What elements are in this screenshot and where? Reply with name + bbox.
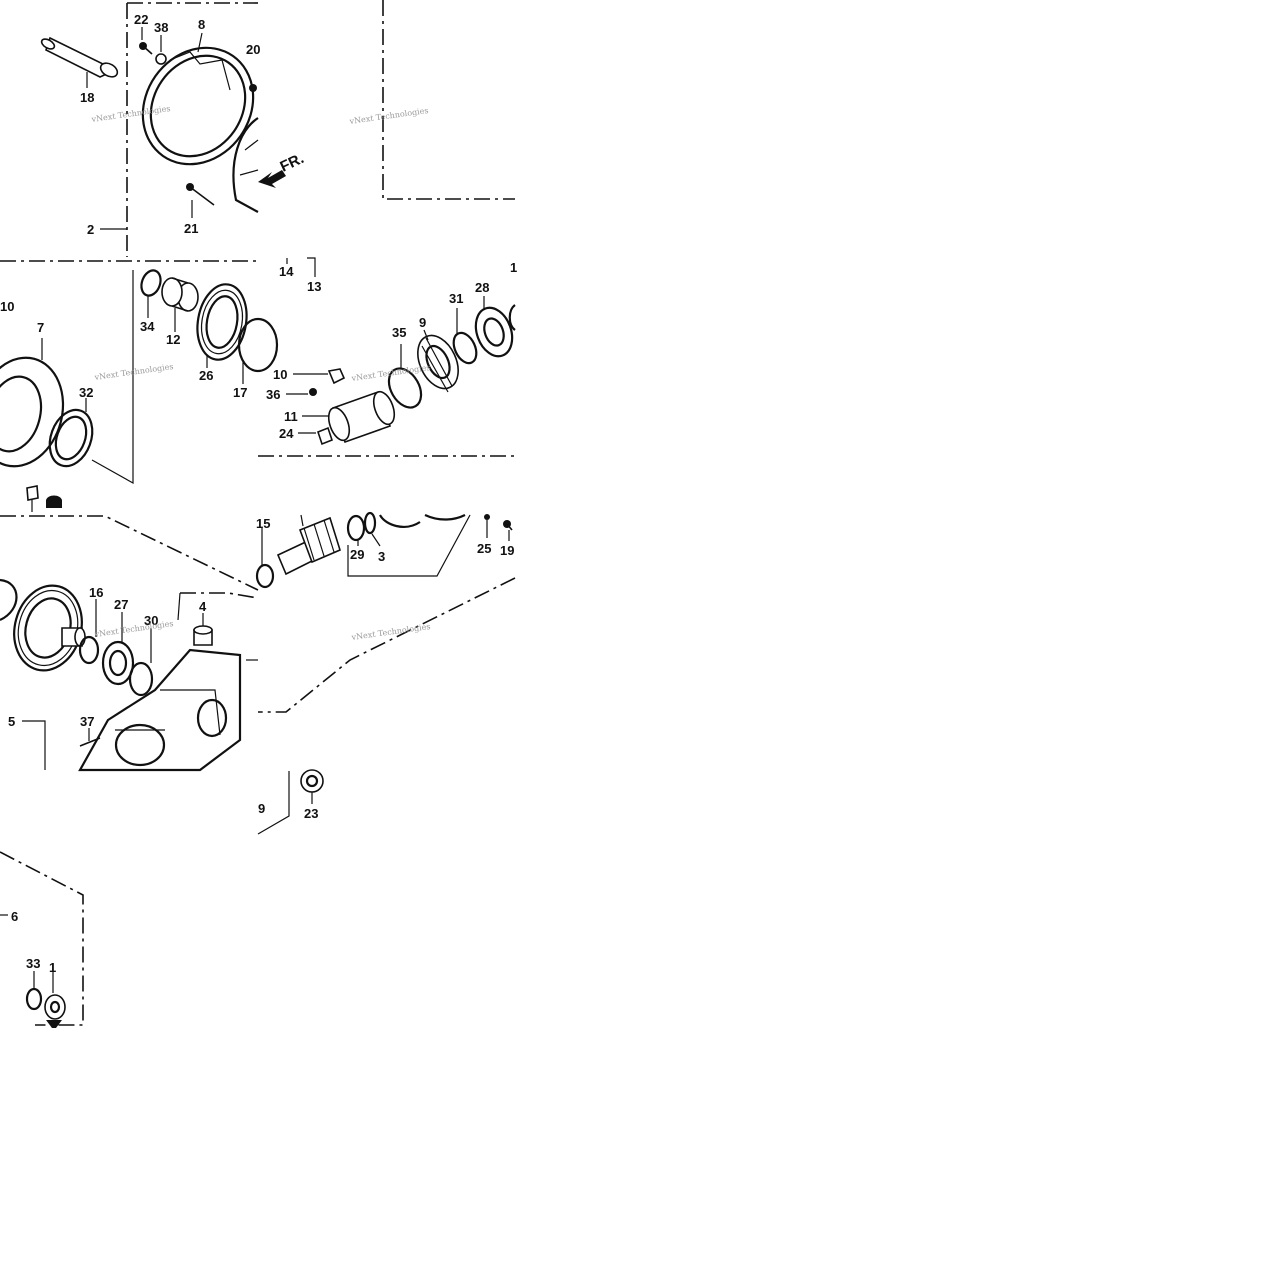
callout-31: 31 (449, 291, 463, 306)
part-4-cap (193, 613, 213, 646)
part-22-bolt (139, 27, 153, 55)
part-10-clip (293, 368, 346, 385)
part-16-ring (78, 599, 100, 665)
front-direction-label: FR. (278, 150, 307, 176)
callout-32: 32 (79, 385, 93, 400)
part-19-bolt (503, 520, 513, 541)
part-edge (508, 304, 516, 331)
callout-5: 5 (8, 714, 15, 729)
tile-middle-left: 10 7 32 34 12 26 17 vNext Technologies (0, 260, 279, 591)
callout-1a: 1 (510, 260, 517, 275)
part-30-ring (128, 628, 154, 697)
watermark: vNext Technologies (90, 104, 171, 124)
part-37-pin (79, 728, 101, 747)
front-direction-arrow-icon (258, 170, 286, 188)
part-9-gear (417, 329, 459, 393)
callout-10: 10 (273, 367, 287, 382)
tile-top-right: vNext Technologies (348, 0, 515, 200)
callout-2: 2 (87, 222, 94, 237)
callout-9b: 9 (258, 801, 265, 816)
callout-24: 24 (279, 426, 294, 441)
callout-3: 3 (378, 549, 385, 564)
tile-top-left: FR. 18 22 38 8 20 21 2 vNext Technologie… (40, 2, 307, 257)
callout-27: 27 (114, 597, 128, 612)
watermark-2: vNext Technologies (348, 106, 429, 126)
callout-9: 9 (419, 315, 426, 330)
part-38-washer (155, 35, 167, 65)
part-housing-edge (379, 514, 421, 528)
part-drive-pinion (276, 514, 341, 576)
callout-1: 1 (49, 960, 56, 975)
callout-6: 6 (11, 909, 18, 924)
callout-16: 16 (89, 585, 103, 600)
part-27-bearing (101, 612, 135, 686)
part-33-ring (25, 971, 43, 1011)
part-7-flange (0, 338, 65, 468)
part-32-seal (48, 398, 94, 468)
part-29-bearing (346, 514, 366, 546)
callout-34: 34 (140, 319, 155, 334)
part-arc (0, 578, 18, 622)
callout-33: 33 (26, 956, 40, 971)
part-28-bearing (474, 296, 514, 358)
callout-25: 25 (477, 541, 491, 556)
part-31-ring (452, 308, 478, 365)
part-12-collar (161, 277, 199, 332)
part-1-nut (44, 963, 66, 1020)
part-21-stud (186, 183, 215, 218)
callout-36: 36 (266, 387, 280, 402)
part-8-ring (141, 32, 255, 166)
part-35-ring (387, 344, 423, 409)
callout-12: 12 (166, 332, 180, 347)
part-11-sleeve (302, 390, 396, 444)
callout-23: 23 (304, 806, 318, 821)
part-17-ring (237, 317, 279, 384)
tile-bottom-left: 6 33 1 (0, 851, 84, 1028)
part-23-nut (300, 769, 324, 804)
callout-21: 21 (184, 221, 198, 236)
part-36-screw (286, 388, 317, 396)
part-3-shim (363, 511, 381, 547)
callout-29: 29 (350, 547, 364, 562)
callout-4: 4 (199, 599, 207, 614)
part-18-sleeve (40, 36, 119, 88)
callout-10a: 10 (0, 299, 14, 314)
callout-19: 19 (500, 543, 514, 558)
part-5-ring-gear (13, 584, 86, 672)
part-34-ring (140, 269, 162, 318)
part-15-ring (255, 528, 275, 589)
tile-lower-right: 15 29 3 25 19 vNext Technologies (246, 511, 516, 713)
part-24-nut (298, 426, 333, 446)
part-20-bolt (249, 84, 257, 92)
callout-14: 14 (279, 264, 294, 279)
housing-edge (232, 117, 259, 213)
part-small-washer (26, 485, 62, 512)
callout-7: 7 (37, 320, 44, 335)
callout-8: 8 (198, 17, 205, 32)
callout-11: 11 (284, 409, 298, 424)
callout-38: 38 (154, 20, 168, 35)
callout-18: 18 (80, 90, 94, 105)
callout-22: 22 (134, 12, 148, 27)
watermark-4: vNext Technologies (350, 363, 431, 383)
part-26-bearing (196, 283, 248, 368)
callout-37: 37 (80, 714, 94, 729)
callout-15: 15 (256, 516, 270, 531)
part-25-pin (484, 514, 490, 538)
callout-26: 26 (199, 368, 213, 383)
callout-17: 17 (233, 385, 247, 400)
callout-20: 20 (246, 42, 260, 57)
tile-lower-left: 16 27 30 4 5 37 vNext Technologies (0, 578, 259, 772)
part-housing-edge-2 (424, 513, 466, 521)
callout-35: 35 (392, 325, 406, 340)
part-arrow-marker (46, 1020, 62, 1028)
callout-30: 30 (144, 613, 158, 628)
tile-middle-right: 14 13 1 35 9 31 28 10 36 11 24 vNext Tec… (258, 257, 517, 457)
tile-bottom-middle: 9 23 (257, 769, 324, 835)
callout-28: 28 (475, 280, 489, 295)
watermark-5: vNext Technologies (93, 619, 174, 639)
part-6-housing (78, 648, 242, 772)
callout-13: 13 (307, 279, 321, 294)
